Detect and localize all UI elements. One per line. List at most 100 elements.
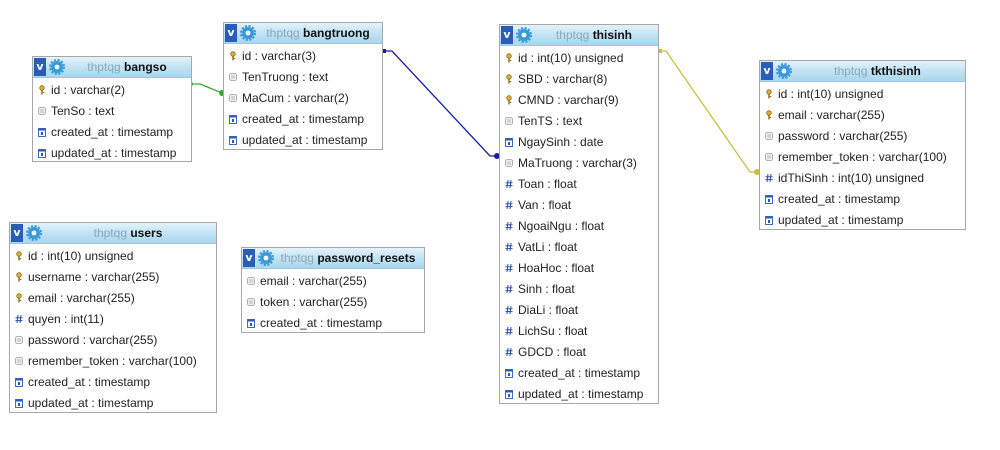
field-label: id : varchar(2)	[51, 83, 126, 97]
collapse-toggle-icon[interactable]: v	[761, 62, 773, 80]
field-row[interactable]: MaTruong : varchar(3)	[500, 153, 658, 174]
table-name: bangso	[124, 60, 167, 74]
field-row[interactable]: Van : float	[500, 195, 658, 216]
field-row[interactable]: GDCD : float	[500, 342, 658, 363]
table-bangso[interactable]: v thptqg bangso id : varchar(2) TenSo : tex…	[32, 56, 192, 162]
field-row[interactable]: created_at : timestamp	[10, 372, 216, 393]
table-title: thptqg tkthisinh	[794, 61, 961, 81]
field-label: TenTruong : text	[242, 70, 329, 84]
field-label: CMND : varchar(9)	[518, 93, 619, 107]
relation-endpoint	[754, 169, 760, 175]
field-row[interactable]: VatLi : float	[500, 237, 658, 258]
field-row[interactable]: password : varchar(255)	[760, 126, 965, 147]
field-row[interactable]: created_at : timestamp	[760, 189, 965, 210]
collapse-toggle-icon[interactable]: v	[225, 24, 237, 42]
field-row[interactable]: NgoaiNgu : float	[500, 216, 658, 237]
field-row[interactable]: LichSu : float	[500, 321, 658, 342]
field-row[interactable]: updated_at : timestamp	[224, 130, 382, 151]
field-label: password : varchar(255)	[28, 333, 158, 347]
table-title: thptqg bangso	[67, 57, 187, 77]
field-label: token : varchar(255)	[260, 295, 368, 309]
field-row[interactable]: updated_at : timestamp	[760, 210, 965, 231]
field-label: id : varchar(3)	[242, 49, 317, 63]
table-bangtruong[interactable]: v thptqg bangtruong id : varchar(3) TenTruo…	[223, 22, 383, 150]
field-row[interactable]: created_at : timestamp	[500, 363, 658, 384]
field-label: id : int(10) unsigned	[778, 87, 884, 101]
field-row[interactable]: email : varchar(255)	[10, 288, 216, 309]
field-row[interactable]: token : varchar(255)	[242, 292, 424, 313]
field-row[interactable]: password : varchar(255)	[10, 330, 216, 351]
field-row[interactable]: id : varchar(2)	[33, 80, 191, 101]
field-row[interactable]: remember_token : varchar(100)	[10, 351, 216, 372]
field-row[interactable]: username : varchar(255)	[10, 267, 216, 288]
table-header[interactable]: v thptqg tkthisinh	[760, 61, 965, 82]
field-label: updated_at : timestamp	[28, 396, 154, 410]
database-name: thptqg	[280, 251, 314, 265]
table-header[interactable]: v thptqg users	[10, 223, 216, 244]
field-row[interactable]: TenTruong : text	[224, 67, 382, 88]
table-tkthisinh[interactable]: v thptqg tkthisinh id : int(10) unsigned em…	[759, 60, 966, 230]
field-label: updated_at : timestamp	[242, 133, 368, 147]
field-label: remember_token : varchar(100)	[28, 354, 197, 368]
field-row[interactable]: updated_at : timestamp	[10, 393, 216, 414]
field-label: created_at : timestamp	[242, 112, 365, 126]
field-label: email : varchar(255)	[28, 291, 135, 305]
field-label: TenTS : text	[518, 114, 583, 128]
field-row[interactable]: idThiSinh : int(10) unsigned	[760, 168, 965, 189]
field-row[interactable]: created_at : timestamp	[242, 313, 424, 334]
table-name: bangtruong	[303, 26, 370, 40]
field-label: SBD : varchar(8)	[518, 72, 608, 86]
field-row[interactable]: quyen : int(11)	[10, 309, 216, 330]
field-list: id : int(10) unsigned email : varchar(255…	[760, 82, 965, 231]
field-label: email : varchar(255)	[778, 108, 885, 122]
collapse-toggle-icon[interactable]: v	[34, 58, 46, 76]
field-row[interactable]: created_at : timestamp	[224, 109, 382, 130]
field-row[interactable]: HoaHoc : float	[500, 258, 658, 279]
field-row[interactable]: id : int(10) unsigned	[500, 48, 658, 69]
field-label: id : int(10) unsigned	[28, 249, 134, 263]
table-users[interactable]: v thptqg users id : int(10) unsigned userna…	[9, 222, 217, 413]
table-header[interactable]: v thptqg bangso	[33, 57, 191, 78]
collapse-toggle-icon[interactable]: v	[243, 249, 255, 267]
field-row[interactable]: updated_at : timestamp	[500, 384, 658, 405]
table-name: tkthisinh	[870, 64, 921, 78]
field-row[interactable]: CMND : varchar(9)	[500, 90, 658, 111]
field-row[interactable]: MaCum : varchar(2)	[224, 88, 382, 109]
database-name: thptqg	[266, 26, 300, 40]
field-label: idThiSinh : int(10) unsigned	[778, 171, 925, 185]
field-row[interactable]: remember_token : varchar(100)	[760, 147, 965, 168]
field-row[interactable]: TenTS : text	[500, 111, 658, 132]
relation-endpoint	[658, 49, 662, 53]
field-row[interactable]: id : int(10) unsigned	[760, 84, 965, 105]
field-label: TenSo : text	[51, 104, 115, 118]
field-row[interactable]: SBD : varchar(8)	[500, 69, 658, 90]
collapse-toggle-icon[interactable]: v	[11, 224, 23, 242]
field-label: VatLi : float	[518, 240, 578, 254]
field-row[interactable]: created_at : timestamp	[33, 122, 191, 143]
relation-endpoint	[382, 49, 386, 53]
field-row[interactable]: email : varchar(255)	[760, 105, 965, 126]
field-row[interactable]: id : varchar(3)	[224, 46, 382, 67]
table-title: thptqg users	[44, 223, 212, 243]
field-row[interactable]: email : varchar(255)	[242, 271, 424, 292]
field-row[interactable]: Sinh : float	[500, 279, 658, 300]
field-row[interactable]: DiaLi : float	[500, 300, 658, 321]
field-list: id : varchar(2) TenSo : text created_at : …	[33, 78, 191, 164]
field-row[interactable]: updated_at : timestamp	[33, 143, 191, 164]
relation-line-bangtruong-thisinh	[382, 50, 499, 157]
field-row[interactable]: NgaySinh : date	[500, 132, 658, 153]
field-label: quyen : int(11)	[28, 312, 104, 326]
field-row[interactable]: Toan : float	[500, 174, 658, 195]
field-row[interactable]: id : int(10) unsigned	[10, 246, 216, 267]
field-list: email : varchar(255) token : varchar(255)…	[242, 269, 424, 334]
field-row[interactable]: TenSo : text	[33, 101, 191, 122]
field-label: Van : float	[518, 198, 572, 212]
field-label: updated_at : timestamp	[51, 146, 177, 160]
collapse-toggle-icon[interactable]: v	[501, 26, 513, 44]
table-header[interactable]: v thptqg bangtruong	[224, 23, 382, 44]
